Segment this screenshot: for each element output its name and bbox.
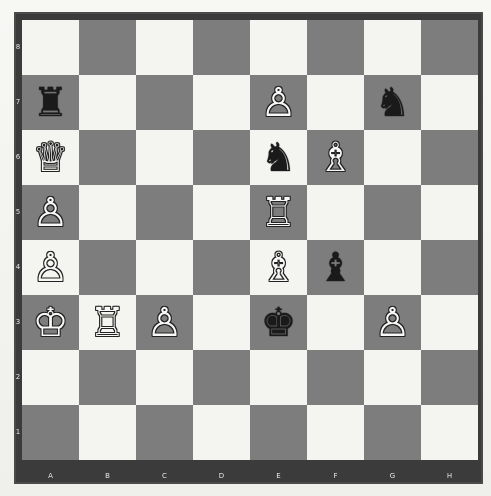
square-c1[interactable]: [136, 405, 193, 460]
square-a8[interactable]: [22, 20, 79, 75]
square-a6[interactable]: ♕: [22, 130, 79, 185]
square-b4[interactable]: [79, 240, 136, 295]
file-label: C: [136, 472, 193, 482]
square-f8[interactable]: [307, 20, 364, 75]
white-pawn-icon[interactable]: ♙: [22, 185, 79, 240]
square-e4[interactable]: ♗: [250, 240, 307, 295]
square-e1[interactable]: [250, 405, 307, 460]
square-c5[interactable]: [136, 185, 193, 240]
square-e5[interactable]: ♖: [250, 185, 307, 240]
square-h7[interactable]: [421, 75, 478, 130]
square-c3[interactable]: ♙: [136, 295, 193, 350]
square-b2[interactable]: [79, 350, 136, 405]
square-a7[interactable]: ♜: [22, 75, 79, 130]
white-rook-icon[interactable]: ♖: [79, 295, 136, 350]
square-f7[interactable]: [307, 75, 364, 130]
square-a5[interactable]: ♙: [22, 185, 79, 240]
square-f6[interactable]: ♗: [307, 130, 364, 185]
square-b5[interactable]: [79, 185, 136, 240]
file-label: A: [22, 472, 79, 482]
square-g8[interactable]: [364, 20, 421, 75]
square-f2[interactable]: [307, 350, 364, 405]
black-bishop-icon[interactable]: ♝: [307, 240, 364, 295]
square-a1[interactable]: [22, 405, 79, 460]
file-label: F: [307, 472, 364, 482]
square-g2[interactable]: [364, 350, 421, 405]
rank-label: 8: [14, 43, 22, 51]
white-pawn-icon[interactable]: ♙: [136, 295, 193, 350]
file-label: H: [421, 472, 478, 482]
square-a3[interactable]: ♔: [22, 295, 79, 350]
square-h3[interactable]: [421, 295, 478, 350]
square-g7[interactable]: ♞: [364, 75, 421, 130]
square-b3[interactable]: ♖: [79, 295, 136, 350]
white-pawn-icon[interactable]: ♙: [22, 240, 79, 295]
rank-label: 7: [14, 98, 22, 106]
square-e3[interactable]: ♚: [250, 295, 307, 350]
square-h6[interactable]: [421, 130, 478, 185]
chess-board: ♜♙♞♕♞♗♙♖♙♗♝♔♖♙♚♙: [22, 20, 478, 460]
black-rook-icon[interactable]: ♜: [22, 75, 79, 130]
file-label: B: [79, 472, 136, 482]
square-f1[interactable]: [307, 405, 364, 460]
rank-label: 4: [14, 263, 22, 271]
rank-label: 6: [14, 153, 22, 161]
square-d2[interactable]: [193, 350, 250, 405]
white-rook-icon[interactable]: ♖: [250, 185, 307, 240]
square-h4[interactable]: [421, 240, 478, 295]
square-d3[interactable]: [193, 295, 250, 350]
square-c2[interactable]: [136, 350, 193, 405]
black-king-icon[interactable]: ♚: [250, 295, 307, 350]
white-pawn-icon[interactable]: ♙: [250, 75, 307, 130]
rank-label: 5: [14, 208, 22, 216]
square-d6[interactable]: [193, 130, 250, 185]
square-g3[interactable]: ♙: [364, 295, 421, 350]
square-c8[interactable]: [136, 20, 193, 75]
white-pawn-icon[interactable]: ♙: [364, 295, 421, 350]
square-b7[interactable]: [79, 75, 136, 130]
square-h2[interactable]: [421, 350, 478, 405]
square-a2[interactable]: [22, 350, 79, 405]
white-queen-icon[interactable]: ♕: [22, 130, 79, 185]
square-e8[interactable]: [250, 20, 307, 75]
square-d8[interactable]: [193, 20, 250, 75]
file-label: D: [193, 472, 250, 482]
square-e7[interactable]: ♙: [250, 75, 307, 130]
square-e6[interactable]: ♞: [250, 130, 307, 185]
square-a4[interactable]: ♙: [22, 240, 79, 295]
square-f4[interactable]: ♝: [307, 240, 364, 295]
square-c4[interactable]: [136, 240, 193, 295]
white-bishop-icon[interactable]: ♗: [250, 240, 307, 295]
square-d7[interactable]: [193, 75, 250, 130]
square-b8[interactable]: [79, 20, 136, 75]
square-g5[interactable]: [364, 185, 421, 240]
square-b1[interactable]: [79, 405, 136, 460]
file-label: E: [250, 472, 307, 482]
square-d5[interactable]: [193, 185, 250, 240]
white-bishop-icon[interactable]: ♗: [307, 130, 364, 185]
square-c6[interactable]: [136, 130, 193, 185]
square-b6[interactable]: [79, 130, 136, 185]
square-d4[interactable]: [193, 240, 250, 295]
square-h8[interactable]: [421, 20, 478, 75]
square-f5[interactable]: [307, 185, 364, 240]
square-f3[interactable]: [307, 295, 364, 350]
square-c7[interactable]: [136, 75, 193, 130]
square-g4[interactable]: [364, 240, 421, 295]
square-g6[interactable]: [364, 130, 421, 185]
rank-label: 1: [14, 428, 22, 436]
file-label: G: [364, 472, 421, 482]
black-knight-icon[interactable]: ♞: [250, 130, 307, 185]
square-h5[interactable]: [421, 185, 478, 240]
rank-label: 2: [14, 373, 22, 381]
white-king-icon[interactable]: ♔: [22, 295, 79, 350]
rank-label: 3: [14, 318, 22, 326]
square-e2[interactable]: [250, 350, 307, 405]
black-knight-icon[interactable]: ♞: [364, 75, 421, 130]
square-h1[interactable]: [421, 405, 478, 460]
square-d1[interactable]: [193, 405, 250, 460]
square-g1[interactable]: [364, 405, 421, 460]
